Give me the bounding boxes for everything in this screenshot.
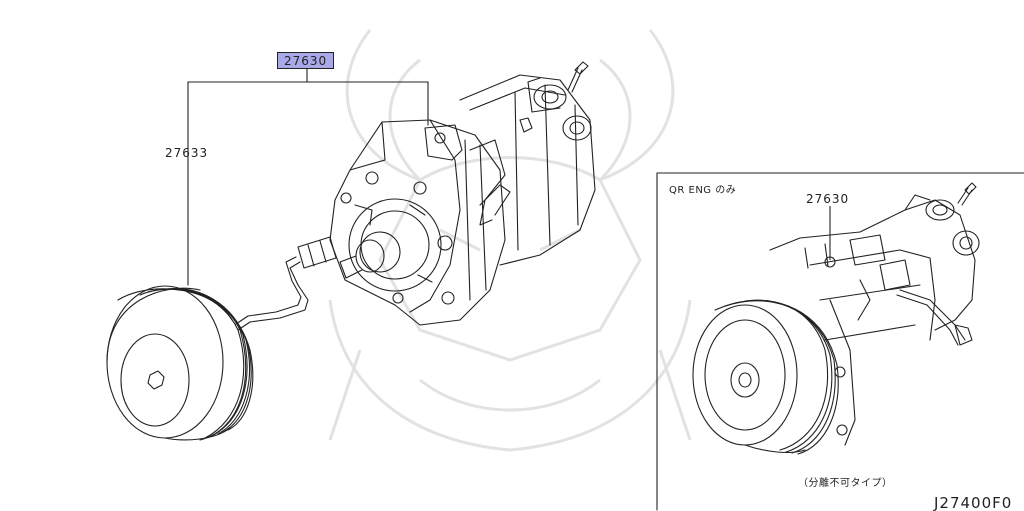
clutch-wire-drawing bbox=[235, 236, 337, 331]
inset-compressor-drawing bbox=[692, 182, 980, 455]
inset-note: （分離不可タイプ） bbox=[798, 478, 893, 489]
pulley-drawing bbox=[106, 285, 254, 441]
drawing-code: J27400F0 bbox=[934, 494, 1013, 511]
callout-inset-part[interactable]: 27630 bbox=[806, 192, 850, 206]
compressor-drawing bbox=[329, 61, 596, 326]
callout-main-part[interactable]: 27630 bbox=[277, 52, 335, 69]
inset-heading: QR ENG のみ bbox=[669, 185, 737, 196]
callout-pulley-part[interactable]: 27633 bbox=[165, 146, 209, 160]
leader-lines bbox=[187, 66, 429, 286]
inset-frame bbox=[656, 172, 1024, 511]
